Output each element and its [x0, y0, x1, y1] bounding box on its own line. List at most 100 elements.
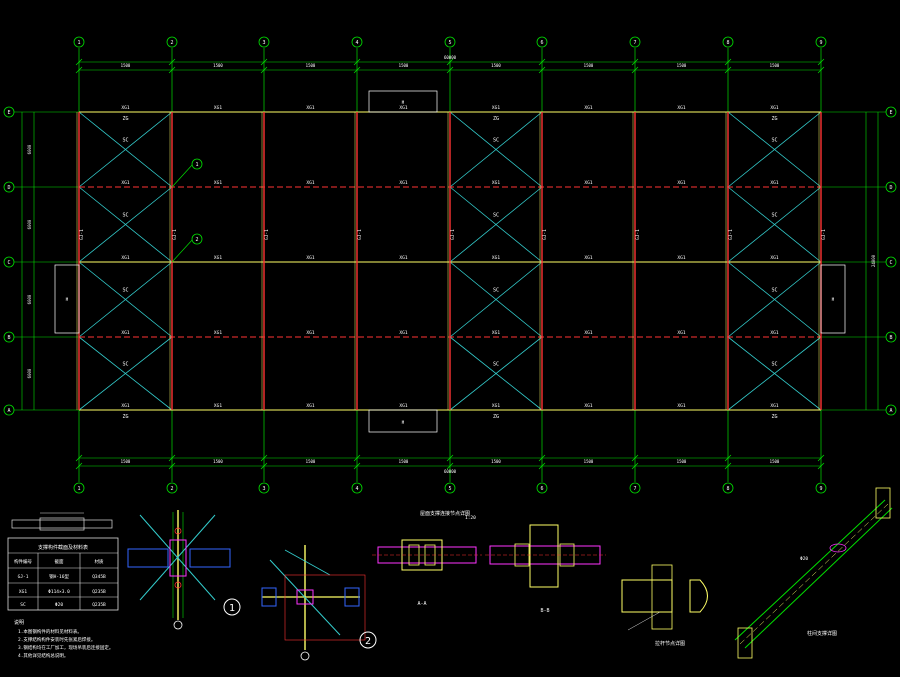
rod-sketch	[11, 512, 113, 531]
dimension-text: 6000	[27, 368, 32, 378]
tie-rod-label: ZG	[771, 414, 777, 420]
beam-label: XG1	[399, 403, 407, 409]
d2-flange-left	[261, 587, 277, 607]
door-opening	[368, 409, 438, 433]
cross-brace	[449, 186, 543, 263]
d1-plate	[169, 539, 187, 577]
table-title: 支撑构件截面及材料表	[38, 544, 88, 551]
beam-label: XG1	[306, 403, 314, 409]
cross-brace	[727, 111, 822, 188]
axis-label: 4	[355, 486, 358, 492]
column-label: GJ-1	[542, 229, 548, 240]
notes-line: 2.支撑结构构件安装时先张紧后焊接。	[18, 636, 95, 643]
column-label: GJ-1	[357, 229, 363, 240]
dimension-tick	[260, 462, 268, 470]
beam-label: XG1	[770, 180, 778, 186]
dimension-tick	[353, 66, 361, 74]
axis-label: 9	[819, 486, 822, 492]
dimension-text: 1500	[491, 63, 501, 68]
brace-label: SC	[771, 138, 777, 144]
table-header: 材质	[95, 558, 104, 565]
axis-bubble	[3, 106, 15, 118]
dimension-tick	[260, 66, 268, 74]
dimension-tick	[817, 66, 825, 74]
dimension-tick	[446, 462, 454, 470]
callout-leader	[171, 163, 194, 188]
dimension-total: 60000	[444, 469, 457, 474]
callout-leader	[171, 238, 194, 263]
beam-label: XG1	[121, 403, 129, 409]
axis-bubble	[885, 181, 897, 193]
axis-bubble	[885, 106, 897, 118]
axis-bubble	[73, 36, 85, 48]
beam-label: XG1	[770, 403, 778, 409]
beam-label: XG1	[492, 255, 500, 261]
column-label: GJ-1	[79, 229, 85, 240]
d1-bolt	[174, 581, 182, 589]
dimension-tick	[538, 66, 546, 74]
brace-label: SC	[122, 138, 128, 144]
dimension-tick	[260, 454, 268, 462]
brace-label: SC	[122, 213, 128, 219]
brace-label: SC	[771, 213, 777, 219]
beam-label: XG1	[306, 180, 314, 186]
section-aa: 屋面支撑连接节点详图 1:20 A-A	[372, 510, 482, 607]
axis-label: 5	[448, 486, 451, 492]
dimension-tick	[538, 462, 546, 470]
axis-bubble	[258, 36, 270, 48]
d1-section-mark	[173, 620, 183, 630]
tie-rod-label: ZG	[122, 414, 128, 420]
cross-brace	[78, 111, 173, 188]
joint-cap	[689, 579, 708, 613]
brace-label: SC	[122, 362, 128, 368]
column-label: GJ-1	[264, 229, 270, 240]
brace-turnbuckle	[829, 543, 847, 553]
cross-brace	[449, 261, 543, 338]
table-cell: Φ20	[55, 602, 63, 608]
dimension-text: 6000	[27, 144, 32, 154]
axis-label: 8	[726, 486, 729, 492]
dimension-tick	[724, 66, 732, 74]
table-cell: Φ114×3.0	[48, 589, 70, 595]
cross-brace	[78, 186, 173, 263]
axis-bubble	[351, 36, 363, 48]
bb-plate	[529, 524, 559, 588]
axis-label: A	[7, 408, 10, 414]
notes-title: 说明	[14, 619, 24, 626]
dimension-text: 1500	[677, 459, 687, 464]
table-cell: XG1	[19, 589, 27, 595]
axis-bubble	[444, 36, 456, 48]
axis-label: 3	[262, 40, 265, 46]
table-cell: GJ-1	[18, 574, 29, 580]
axis-label: 8	[726, 40, 729, 46]
dimension-tick	[168, 66, 176, 74]
column-label: GJ-1	[821, 229, 827, 240]
dimension-text: 1500	[306, 63, 316, 68]
beam-label: XG1	[677, 180, 685, 186]
axis-bubble	[885, 256, 897, 268]
dimension-text: 1500	[213, 63, 223, 68]
dimension-tick	[631, 454, 639, 462]
d2-brace	[284, 549, 331, 576]
brace-detail: Φ20 柱间支撑详图	[734, 487, 893, 659]
axis-label: D	[7, 185, 10, 191]
detail-1: 1	[127, 510, 241, 630]
callout-bubble	[191, 233, 203, 245]
beam-label: XG1	[770, 330, 778, 336]
beam-label: XG1	[214, 180, 222, 186]
d1-bolt	[174, 527, 182, 535]
brace-rod	[744, 507, 893, 649]
dimension-tick	[538, 58, 546, 66]
beam-label: XG1	[306, 105, 314, 111]
tie-rod-label: ZG	[493, 116, 499, 122]
dimension-text: 1500	[584, 63, 594, 68]
beam-label: XG1	[584, 255, 592, 261]
dimension-tick	[724, 462, 732, 470]
dimension-total: 60000	[444, 55, 457, 60]
dimension-text: 1500	[584, 459, 594, 464]
dimension-text: 1500	[121, 63, 131, 68]
d1-beam-right	[189, 548, 231, 568]
column-label: GJ-1	[728, 229, 734, 240]
table-cell: 钢H-16型	[49, 573, 69, 580]
d2-flange-right	[344, 587, 360, 607]
